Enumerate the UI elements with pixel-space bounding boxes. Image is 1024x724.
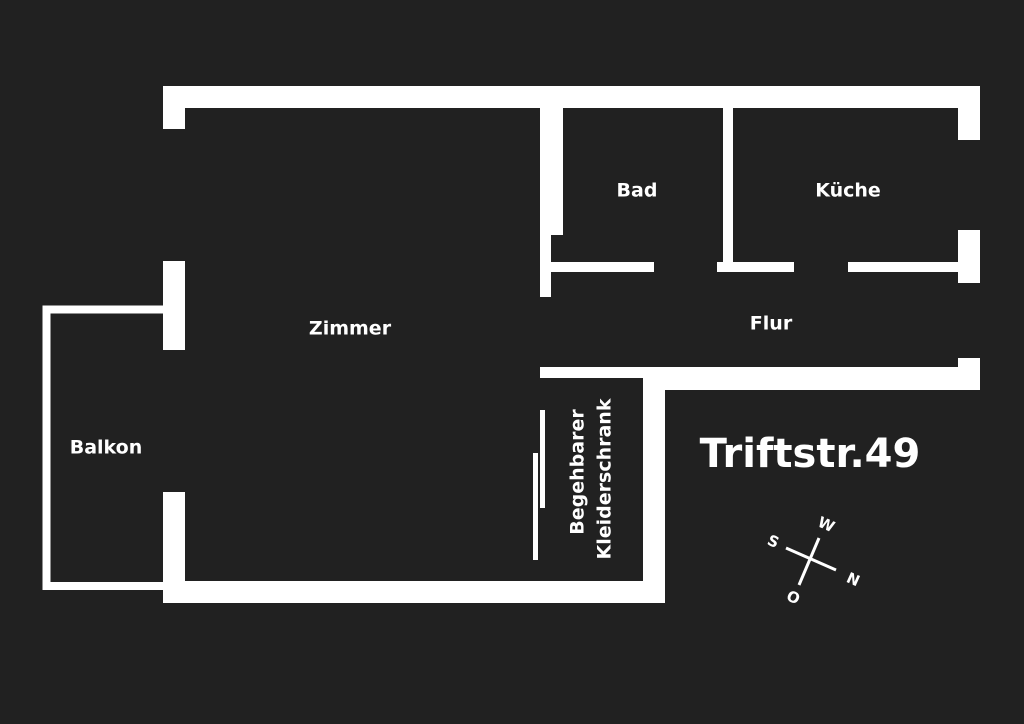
left-wall-bottom [163,492,185,603]
room-label-balkon: Balkon [70,437,143,459]
address-title: Triftstr.49 [700,431,921,477]
closet-door-panel-1 [540,410,545,508]
kueche-bottom-wall-right [848,262,968,272]
room-label-zimmer: Zimmer [309,318,392,340]
bad-kueche-wall [723,108,733,272]
bad-left-wall [540,108,563,235]
closet-door-panel-2 [533,453,538,560]
left-wall-mid [163,261,185,350]
closet-right-wall [643,367,665,603]
right-wall-top [958,86,980,140]
bad-bottom-wall [551,262,654,272]
compass-w: W [815,513,838,536]
bad-left-wall-lower [540,235,551,297]
bottom-wall [163,581,665,603]
left-wall-top [163,86,185,129]
walls [163,86,980,603]
room-label-kueche: Küche [815,180,881,202]
kueche-bottom-wall-left [717,262,794,272]
flur-bottom-wall [665,367,980,390]
room-label-closet-line2: Kleiderschrank [594,398,616,559]
balcony-railing [42,305,163,590]
compass-line-wo [797,537,821,586]
room-label-bad: Bad [617,180,658,202]
right-wall-mid [958,230,980,283]
room-label-closet-line1: Begehbarer [567,409,589,535]
closet-top-wall [540,367,665,378]
top-wall [163,86,980,108]
room-label-flur: Flur [750,313,793,335]
